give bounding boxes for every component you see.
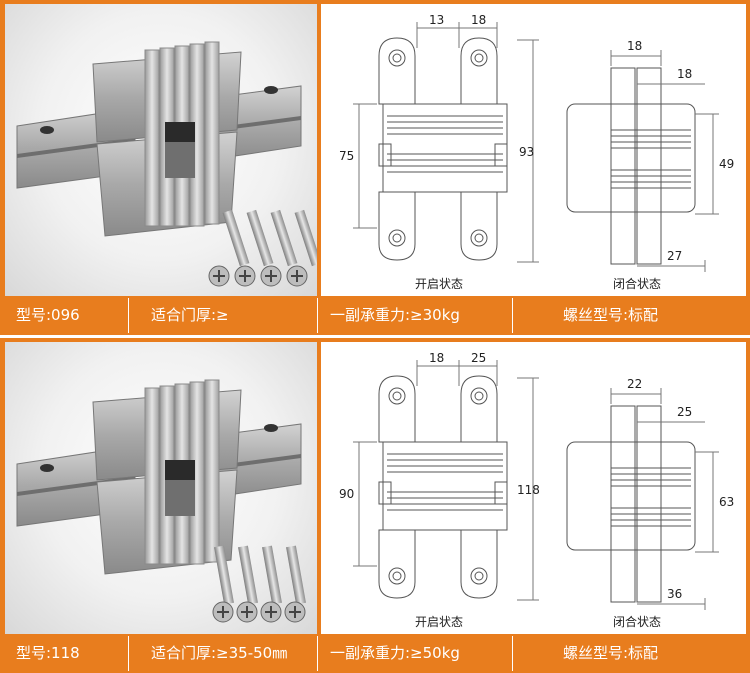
load-capacity-label: 一副承重力:≥30kg bbox=[317, 298, 512, 333]
hinge-photo bbox=[5, 4, 317, 296]
screw-model-label: 螺丝型号:标配 bbox=[512, 298, 750, 333]
spec-bar: 型号:118 适合门厚:≥35-50㎜ 一副承重力:≥50kg 螺丝型号:标配 bbox=[0, 636, 750, 671]
open-inner-height: 90 bbox=[339, 487, 354, 501]
open-width-b: 18 bbox=[471, 13, 486, 27]
dimension-drawing: 18 25 90 118 开启状态 22 25 63 36 闭合状态 bbox=[321, 342, 746, 634]
closed-bottom-width: 36 bbox=[667, 587, 682, 601]
dimension-diagram: 13 18 75 93 开启状态 18 18 49 27 闭合状态 bbox=[339, 13, 734, 291]
dimension-diagram: 18 25 90 118 开启状态 22 25 63 36 闭合状态 bbox=[339, 351, 734, 629]
model-label: 型号:096 bbox=[16, 306, 80, 324]
model-label: 型号:118 bbox=[16, 644, 80, 662]
load-capacity-label: 一副承重力:≥50kg bbox=[317, 636, 512, 671]
closed-state-label: 闭合状态 bbox=[613, 614, 661, 629]
hinge-illustration bbox=[16, 379, 306, 623]
product-panel-118: 18 25 90 118 开启状态 22 25 63 36 闭合状态 型号:11… bbox=[0, 338, 750, 673]
closed-side-offset: 18 bbox=[677, 67, 692, 81]
closed-side-offset: 25 bbox=[677, 405, 692, 419]
open-total-height: 93 bbox=[519, 145, 534, 159]
hinge-photo bbox=[5, 342, 317, 634]
door-thickness-label: 适合门厚:≥35-50㎜ bbox=[128, 636, 317, 671]
closed-height: 63 bbox=[719, 495, 734, 509]
hinge-illustration bbox=[16, 41, 317, 287]
open-width-b: 25 bbox=[471, 351, 486, 365]
screw-model-label: 螺丝型号:标配 bbox=[512, 636, 750, 671]
open-width-a: 13 bbox=[429, 13, 444, 27]
closed-height: 49 bbox=[719, 157, 734, 171]
open-inner-height: 75 bbox=[339, 149, 354, 163]
dimension-drawing: 13 18 75 93 开启状态 18 18 49 27 闭合状态 bbox=[321, 4, 746, 296]
open-state-label: 开启状态 bbox=[415, 615, 463, 629]
open-width-a: 18 bbox=[429, 351, 444, 365]
closed-top-width: 18 bbox=[627, 39, 642, 53]
open-total-height: 118 bbox=[517, 483, 540, 497]
door-thickness-label: 适合门厚:≥ bbox=[128, 298, 317, 333]
closed-bottom-width: 27 bbox=[667, 249, 682, 263]
closed-state-label: 闭合状态 bbox=[613, 276, 661, 291]
product-panel-096: 13 18 75 93 开启状态 18 18 49 27 闭合状态 型号:096… bbox=[0, 0, 750, 335]
spec-bar: 型号:096 适合门厚:≥ 一副承重力:≥30kg 螺丝型号:标配 bbox=[0, 298, 750, 333]
closed-top-width: 22 bbox=[627, 377, 642, 391]
open-state-label: 开启状态 bbox=[415, 277, 463, 291]
